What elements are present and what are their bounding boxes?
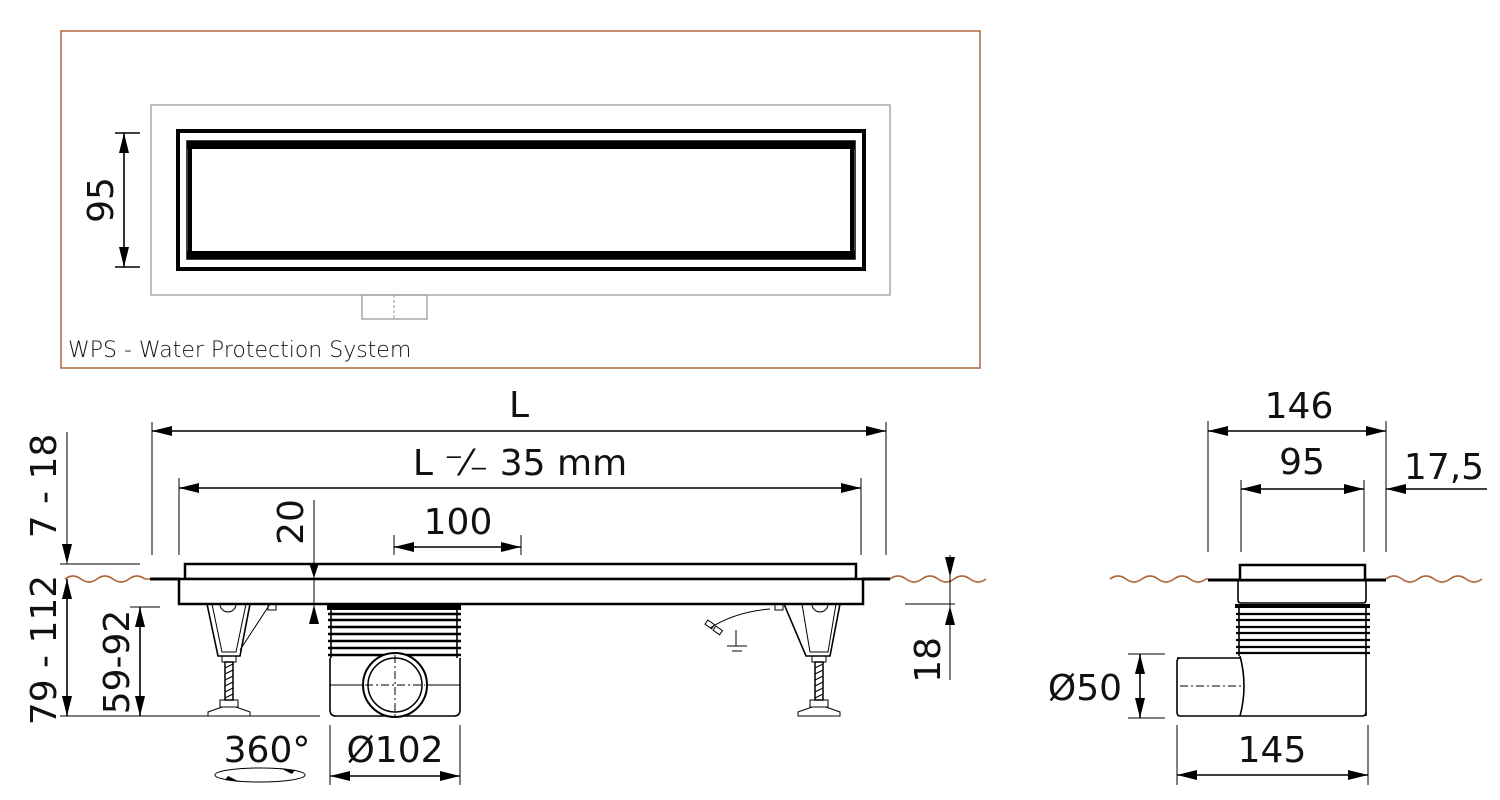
end-grate [1238,563,1367,582]
channel-body [177,577,865,606]
drain-outer-frame [176,129,866,271]
leg-height-label: 59-92 [97,610,138,715]
floor-line-right [862,575,987,583]
top-view: 95 WPS - Water Protection System [60,30,981,369]
total-height-label: 79 - 112 [24,575,65,725]
floor-to-frame-label: 18 [908,637,949,683]
side-view: L L ⁻⁄₋ 35 mm 100 [24,385,987,785]
grate-length-label: L ⁻⁄₋ 35 mm [413,443,627,484]
tile-area [150,104,891,296]
support-leg-right [774,603,841,717]
channel-width-label: 95 [1279,442,1325,483]
floor-line-left [64,575,180,583]
pipe-diameter-label: Ø50 [1048,668,1122,709]
tile-range-label: 7 - 18 [24,434,65,539]
end-view: 146 95 17,5 [1048,386,1487,785]
wps-caption: WPS - Water Protection System [68,338,411,363]
flange-label: 17,5 [1404,447,1484,488]
outlet-offset-label: 100 [424,502,493,543]
length-label: L [509,385,529,426]
outlet-diameter-label: Ø102 [346,730,443,771]
top-width-label: 95 [81,177,122,223]
siphon-length-label: 145 [1238,730,1307,771]
top-view-frame [60,30,981,369]
ground-icon [704,608,771,652]
support-leg-left [206,603,277,717]
siphon [327,605,461,718]
grate [183,562,858,581]
pipe-outlet [1176,657,1367,717]
rotation-label: 360° [224,730,311,771]
rotation-arrow-icon [214,767,306,783]
total-width-label: 146 [1265,386,1334,427]
frame-height-label: 20 [271,499,312,545]
drain-inner-frame [186,140,856,260]
